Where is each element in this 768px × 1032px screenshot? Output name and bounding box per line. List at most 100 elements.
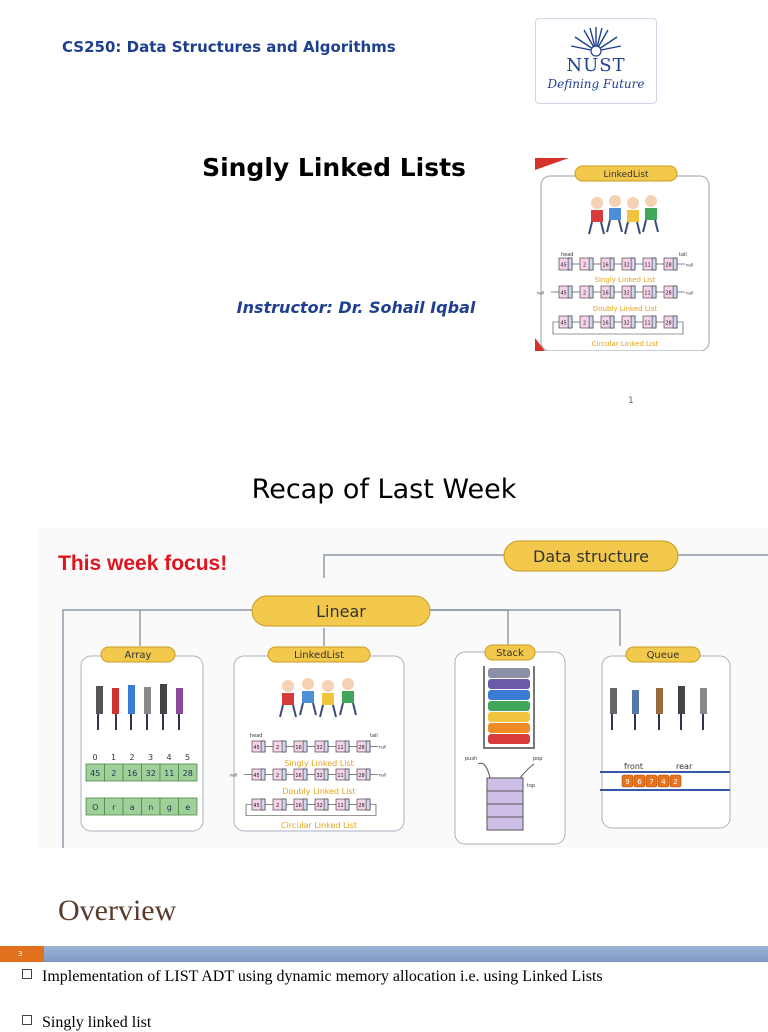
singly-caption: Singly Linked List bbox=[595, 276, 656, 284]
push-label: push bbox=[465, 756, 477, 762]
node-value: 16 bbox=[295, 773, 301, 779]
null-label: null bbox=[379, 773, 386, 778]
focus-label: This week focus! bbox=[58, 552, 227, 575]
top-label: top bbox=[527, 783, 535, 789]
list-node: 45 bbox=[251, 740, 266, 753]
slide-2: Recap of Last Week This week focus! Data… bbox=[0, 430, 768, 855]
stack-label: Stack bbox=[496, 648, 524, 659]
tree-connectors bbox=[62, 554, 768, 848]
linkedlist-label: LinkedList bbox=[294, 650, 344, 661]
null-label: null bbox=[230, 773, 237, 778]
bullet-item-2: Singly linked list bbox=[22, 1014, 151, 1032]
queue-value: 7 bbox=[649, 778, 653, 786]
queue-value: 2 bbox=[673, 778, 677, 786]
stacked-plates-icon bbox=[483, 666, 535, 749]
node-value: 28 bbox=[358, 803, 364, 809]
array-index: 4 bbox=[166, 753, 171, 762]
list-node: 11 bbox=[642, 257, 657, 271]
slide-number-badge: 3 bbox=[0, 946, 44, 962]
list-node: 11 bbox=[642, 285, 657, 299]
node-value: 45 bbox=[253, 773, 259, 779]
root-node bbox=[503, 540, 679, 572]
stack-pill bbox=[484, 644, 536, 661]
linear-label: Linear bbox=[316, 602, 366, 621]
people-row-icon bbox=[96, 684, 183, 730]
queue-value: 4 bbox=[661, 778, 666, 786]
linkedlist-pill bbox=[267, 646, 371, 663]
rear-label: rear bbox=[676, 762, 693, 771]
doubly-caption: Doubly Linked List bbox=[593, 305, 657, 313]
array-char: r bbox=[112, 803, 116, 812]
list-node: 32 bbox=[314, 740, 329, 753]
null-label: null bbox=[379, 745, 386, 750]
node-value: 16 bbox=[295, 745, 301, 751]
head-label: head bbox=[561, 252, 573, 258]
list-node: 28 bbox=[663, 257, 678, 271]
sunburst-emblem-icon bbox=[570, 27, 622, 57]
array-char: g bbox=[167, 803, 172, 812]
list-node: 2 bbox=[272, 740, 287, 753]
list-node: 11 bbox=[335, 798, 350, 811]
list-node: 11 bbox=[335, 768, 350, 781]
page-number: 1 bbox=[628, 396, 634, 406]
node-value: 45 bbox=[253, 803, 259, 809]
thumbnail-label: LinkedList bbox=[603, 170, 649, 180]
array-pill bbox=[100, 646, 176, 663]
array-char: a bbox=[130, 803, 135, 812]
array-index: 3 bbox=[148, 753, 153, 762]
list-node: 16 bbox=[600, 315, 615, 329]
list-node: 45 bbox=[251, 768, 266, 781]
circular-caption: Circular Linked List bbox=[592, 340, 659, 348]
logo-name: NUST bbox=[566, 55, 626, 76]
course-title: CS250: Data Structures and Algorithms bbox=[62, 38, 396, 56]
node-value: 32 bbox=[316, 803, 322, 809]
slide-3: Overview 3 Implementation of LIST ADT us… bbox=[0, 860, 768, 1031]
node-value: 28 bbox=[665, 263, 671, 269]
head-label: head bbox=[250, 733, 262, 739]
children-icon bbox=[588, 195, 659, 235]
slide-title: Recap of Last Week bbox=[251, 474, 517, 505]
red-corner-decoration bbox=[535, 158, 569, 170]
array-char: e bbox=[185, 803, 190, 812]
array-value: 11 bbox=[164, 769, 174, 778]
node-value: 16 bbox=[602, 263, 608, 269]
queue-value: 6 bbox=[637, 778, 642, 786]
node-value: 32 bbox=[623, 321, 629, 327]
array-value: 16 bbox=[127, 769, 137, 778]
array-index: 2 bbox=[129, 753, 134, 762]
thumbnail-label-pill bbox=[574, 165, 678, 182]
node-value: 11 bbox=[644, 291, 650, 297]
array-value: 45 bbox=[90, 769, 100, 778]
list-node: 45 bbox=[558, 315, 573, 329]
node-value: 45 bbox=[253, 745, 259, 751]
node-value: 11 bbox=[337, 803, 343, 809]
node-value: 16 bbox=[295, 803, 301, 809]
slide-title: Overview bbox=[58, 894, 177, 927]
node-value: 11 bbox=[644, 263, 650, 269]
square-bullet-icon bbox=[22, 969, 32, 979]
bullet-item-1: Implementation of LIST ADT using dynamic… bbox=[22, 968, 603, 986]
list-node: 45 bbox=[558, 257, 573, 271]
slide-1: CS250: Data Structures and Algorithms NU… bbox=[0, 0, 768, 420]
node-value: 11 bbox=[337, 745, 343, 751]
node-value: 11 bbox=[644, 321, 650, 327]
node-value: 32 bbox=[623, 291, 629, 297]
node-value: 2 bbox=[583, 321, 586, 327]
node-value: 28 bbox=[358, 773, 364, 779]
array-label: Array bbox=[125, 650, 152, 661]
node-value: 32 bbox=[316, 745, 322, 751]
logo-tagline: Defining Future bbox=[547, 77, 645, 91]
node-value: 28 bbox=[665, 321, 671, 327]
array-value: 2 bbox=[111, 769, 116, 778]
circular-caption: Circular Linked List bbox=[281, 821, 357, 830]
array-index: 1 bbox=[111, 753, 116, 762]
node-value: 2 bbox=[583, 263, 586, 269]
list-node: 28 bbox=[356, 740, 371, 753]
array-value: 32 bbox=[146, 769, 156, 778]
doubly-caption: Doubly Linked List bbox=[282, 787, 355, 796]
header-bar bbox=[0, 946, 768, 962]
root-label: Data structure bbox=[533, 547, 649, 566]
node-value: 45 bbox=[560, 291, 566, 297]
list-node: 16 bbox=[293, 768, 308, 781]
